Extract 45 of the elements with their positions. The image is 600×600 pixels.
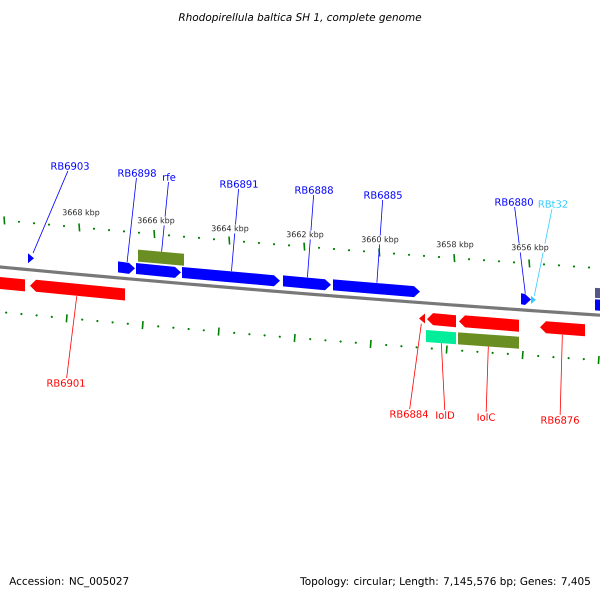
leader-line (126, 178, 137, 263)
gene-feature (419, 314, 425, 324)
gene-box (0, 276, 25, 292)
gene-feature (118, 261, 135, 274)
gene-label: RB6898 (118, 169, 156, 177)
footer-text: Accession: NC_005027 (9, 576, 128, 588)
gene-label: RBt32 (538, 200, 568, 208)
gene-label: RB6901 (47, 379, 85, 387)
leader-line (376, 200, 384, 284)
gene-label: RB6903 (51, 162, 89, 170)
gene-label: IolD (436, 411, 454, 419)
leader-line (32, 170, 68, 254)
leader-line (231, 188, 239, 272)
leader-line (161, 182, 169, 252)
gene-box (426, 330, 456, 344)
gene-box (595, 299, 600, 311)
gene-label: rfe (163, 173, 176, 181)
gene-feature (283, 275, 331, 290)
gene-feature (521, 293, 531, 305)
gene-label: RB6885 (364, 191, 402, 199)
gene-box (458, 332, 519, 349)
leader-line (66, 296, 78, 378)
gene-label: IolC (478, 413, 495, 421)
title: Rhodopirellula baltica SH 1, complete genome (178, 12, 422, 24)
gene-box (138, 250, 184, 266)
footer-text: Topology: circular; Length: 7,145,576 bp; Genes: 7,405 (300, 576, 590, 588)
leader-line (514, 206, 526, 294)
leader-line (534, 208, 552, 296)
leader-line (440, 342, 446, 410)
gene-feature (28, 252, 34, 264)
gene-box (595, 288, 600, 298)
gene-feature (333, 279, 420, 298)
leader-line (307, 194, 314, 278)
gene-feature (531, 296, 536, 304)
leader-line (409, 323, 422, 410)
gene-feature (540, 321, 585, 336)
gene-label: RB6888 (295, 186, 333, 194)
gene-feature (30, 280, 125, 300)
gene-feature (427, 313, 456, 328)
gene-label: RB6891 (220, 180, 258, 188)
gene-label: RB6880 (495, 198, 533, 206)
gene-feature (459, 315, 519, 332)
gene-label: RB6884 (390, 410, 428, 418)
leader-line (560, 334, 563, 416)
gene-label: RB6876 (541, 416, 579, 424)
